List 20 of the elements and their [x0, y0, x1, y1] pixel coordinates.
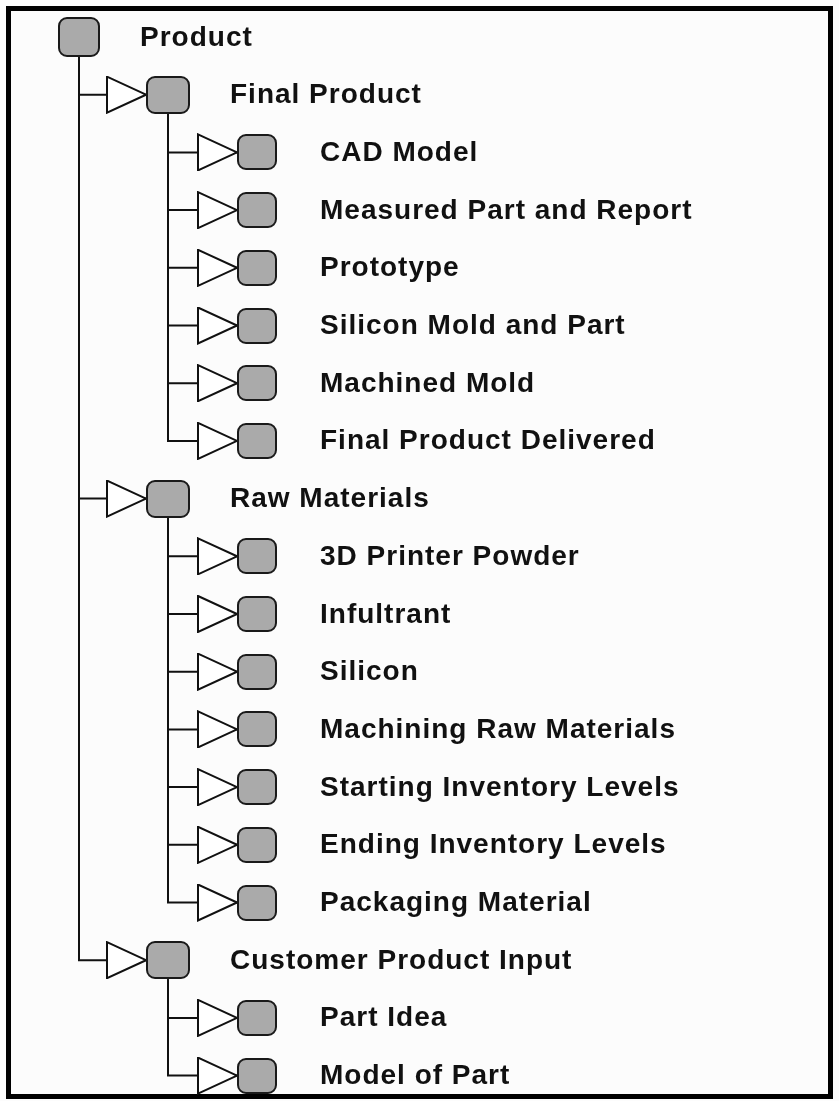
- node-label: Final Product Delivered: [320, 425, 656, 457]
- node-label: Product: [140, 21, 253, 53]
- tree-connector: [167, 978, 238, 1095]
- node-label: Final Product: [230, 79, 422, 111]
- node-label: Infultrant: [320, 598, 452, 630]
- node-label: Customer Product Input: [230, 944, 573, 976]
- node-label: CAD Model: [320, 137, 479, 168]
- node-label: Part Idea: [320, 1002, 448, 1034]
- node-label: Machined Mold: [320, 367, 536, 399]
- node-label: Silicon Mold and Part: [320, 310, 626, 341]
- node-label: Machining Raw Materials: [320, 714, 676, 745]
- node-label: 3D Printer Powder: [320, 540, 580, 572]
- node-label: Ending Inventory Levels: [320, 829, 667, 861]
- node-label: Prototype: [320, 252, 460, 284]
- node-label: Model of Part: [320, 1060, 511, 1091]
- node-label: Silicon: [320, 656, 419, 688]
- node-label: Measured Part and Report: [320, 194, 693, 226]
- node-label: Starting Inventory Levels: [320, 771, 680, 803]
- node-label: Raw Materials: [230, 483, 430, 514]
- node-label: Packaging Material: [320, 887, 592, 918]
